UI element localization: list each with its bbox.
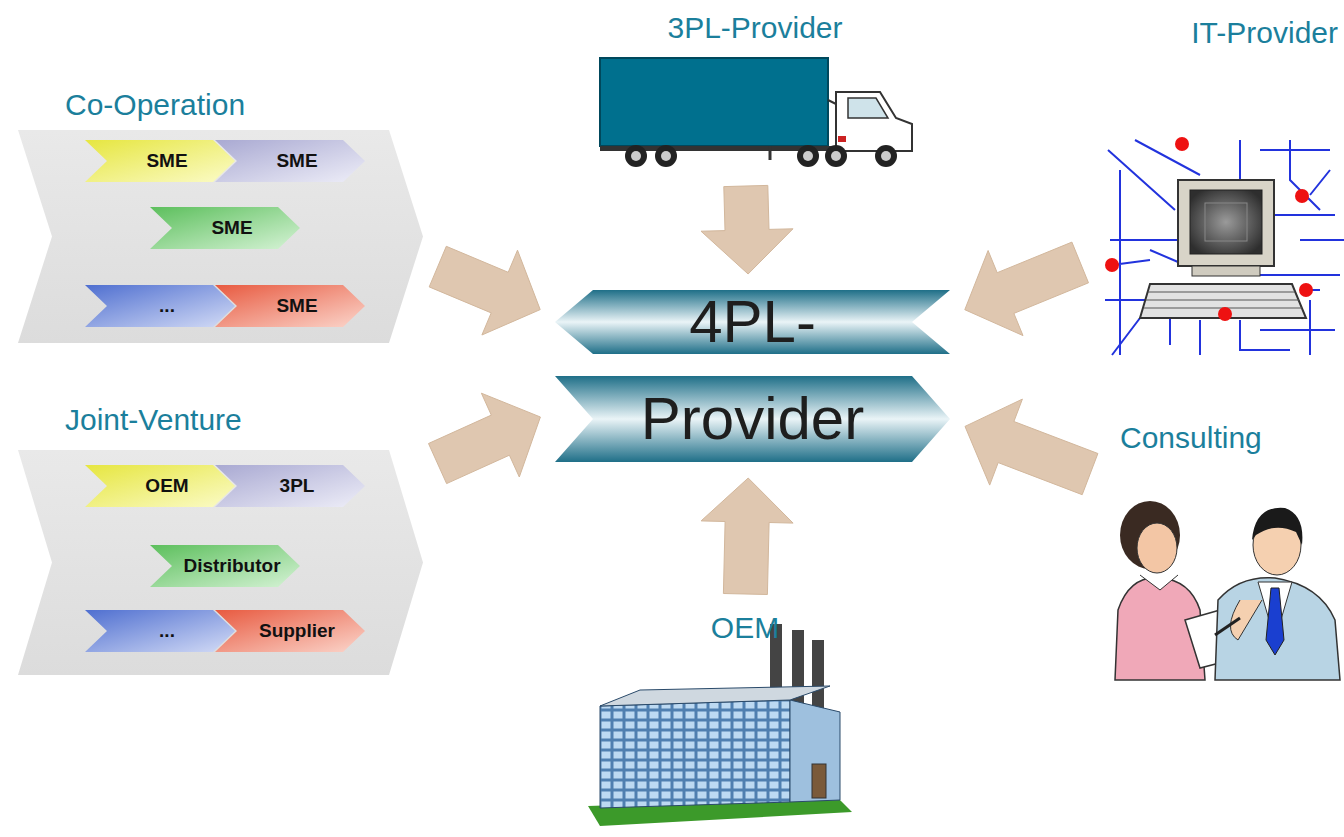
picture-box: IT-Provider (1095, 15, 1338, 355)
block-arrow (429, 246, 540, 335)
chevron-label: OEM (145, 475, 188, 497)
factory-illustration (588, 624, 852, 826)
provider-label: 4PL- (689, 292, 816, 352)
chevron-label: 3PL (280, 475, 315, 497)
picture-label: IT-Provider (1095, 15, 1338, 51)
chevron-label: SME (276, 150, 317, 172)
chevron-box: ... (85, 610, 235, 652)
block-arrow (429, 393, 541, 483)
provider-band: Provider (555, 376, 950, 462)
computer-illustration (1105, 137, 1313, 321)
block-arrow (965, 399, 1098, 495)
picture-label: OEM (590, 610, 900, 646)
group-heading: Co-Operation (65, 87, 245, 123)
chevron-label: Supplier (259, 620, 335, 642)
chevron-box: 3PL (215, 465, 365, 507)
computer-network-illustration (1105, 140, 1344, 355)
chevron-label: SME (146, 150, 187, 172)
group-panel: Co-OperationSME SME SME... SME (18, 85, 423, 343)
block-arrow (965, 242, 1089, 336)
4pl-provider-box: 4PL- Provider (555, 290, 950, 462)
provider-band: 4PL- (555, 290, 950, 354)
chevron-label: ... (159, 620, 175, 642)
truck-illustration (600, 58, 912, 167)
block-arrow (701, 478, 793, 595)
picture-label: 3PL-Provider (595, 10, 915, 46)
group-panel: Joint-VentureOEM 3PL Distributor... Supplie… (18, 400, 423, 675)
chevron-box: Distributor (150, 545, 300, 587)
chevron-label: SME (276, 295, 317, 317)
picture-box: Consulting (1105, 420, 1340, 680)
provider-label: Provider (641, 389, 864, 449)
chevron-box: SME (215, 140, 365, 182)
chevron-box: OEM (85, 465, 235, 507)
picture-box: 3PL-Provider (595, 10, 915, 170)
chevron-label: Distributor (183, 555, 280, 577)
chevron-label: ... (159, 295, 175, 317)
chevron-box: SME (215, 285, 365, 327)
chevron-box: SME (150, 207, 300, 249)
picture-label: Consulting (1120, 420, 1340, 456)
chevron-box: SME (85, 140, 235, 182)
chevron-box: ... (85, 285, 235, 327)
chevron-box: Supplier (215, 610, 365, 652)
consulting-illustration (1115, 501, 1340, 680)
chevron-label: SME (211, 217, 252, 239)
group-heading: Joint-Venture (65, 402, 242, 438)
picture-box: OEM (590, 610, 900, 825)
block-arrow (701, 185, 793, 274)
